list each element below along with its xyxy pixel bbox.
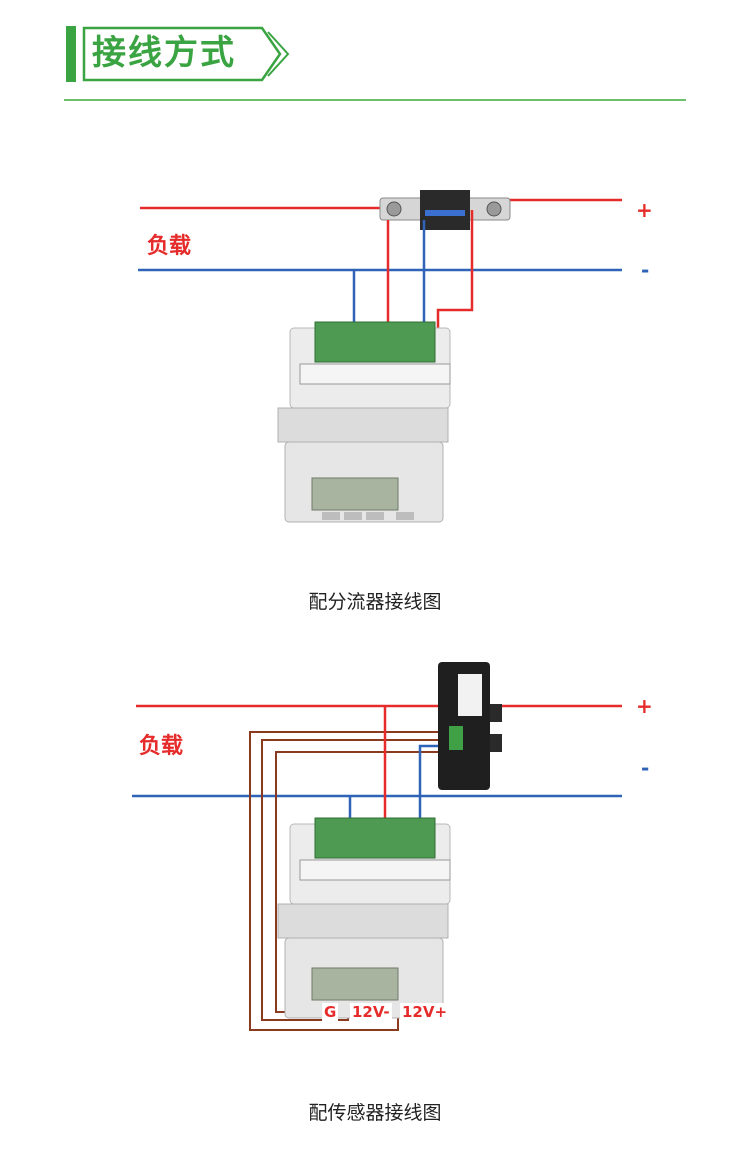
meter-key-2 bbox=[344, 512, 362, 520]
terminal-label-12v-minus: 12V- bbox=[350, 1003, 392, 1021]
current-sensor bbox=[438, 662, 502, 790]
positive-label: + bbox=[636, 198, 653, 222]
meter-device bbox=[277, 321, 451, 523]
meter-device bbox=[277, 817, 451, 1019]
title-accent-bar bbox=[66, 26, 76, 82]
title-divider bbox=[64, 99, 686, 101]
sensor-wiring-drawing bbox=[132, 662, 622, 1031]
positive-label: + bbox=[636, 694, 653, 718]
power-wire-12v-plus bbox=[249, 731, 445, 1031]
terminal-block bbox=[314, 321, 436, 363]
terminal-screw-row bbox=[299, 363, 451, 385]
negative-label: - bbox=[641, 756, 650, 780]
shunt-bolt-right bbox=[486, 201, 502, 217]
sensor-wiring-diagram: 负载 + - G 12V- 12V+ 配传感器接线图 bbox=[0, 660, 750, 1140]
terminal-block bbox=[314, 817, 436, 859]
meter-lcd-screen bbox=[311, 967, 399, 1001]
meter-key-3 bbox=[366, 512, 384, 520]
shunt-label-strip bbox=[425, 210, 465, 216]
sensor-clip-bottom bbox=[490, 734, 502, 752]
terminal-screw-row bbox=[299, 859, 451, 881]
meter-rail-section bbox=[277, 903, 449, 939]
load-label: 负载 bbox=[147, 234, 192, 259]
meter-lcd-screen bbox=[311, 477, 399, 511]
terminal-label-12v-plus: 12V+ bbox=[400, 1003, 450, 1021]
load-label: 负载 bbox=[139, 734, 184, 759]
page-title: 接线方式 bbox=[92, 33, 236, 73]
negative-label: - bbox=[641, 258, 650, 282]
shunt-bolt-left bbox=[386, 201, 402, 217]
meter-key-4 bbox=[396, 512, 414, 520]
title-chevron-icon bbox=[267, 31, 290, 77]
sensor-diagram-caption: 配传感器接线图 bbox=[308, 1102, 442, 1124]
meter-key-1 bbox=[322, 512, 340, 520]
sensor-label bbox=[458, 674, 482, 716]
terminal-label-ground: G bbox=[322, 1003, 339, 1021]
meter-rail-section bbox=[277, 407, 449, 443]
sensor-terminal bbox=[449, 726, 463, 750]
title-frame bbox=[82, 26, 282, 82]
section-title-badge bbox=[66, 26, 290, 82]
shunt-wiring-drawing bbox=[138, 190, 622, 523]
shunt-wiring-diagram: 负载 + - 配分流器接线图 bbox=[0, 150, 750, 620]
shunt-diagram-caption: 配分流器接线图 bbox=[308, 591, 442, 613]
sensor-clip-top bbox=[490, 704, 502, 722]
shunt-component bbox=[379, 190, 511, 230]
